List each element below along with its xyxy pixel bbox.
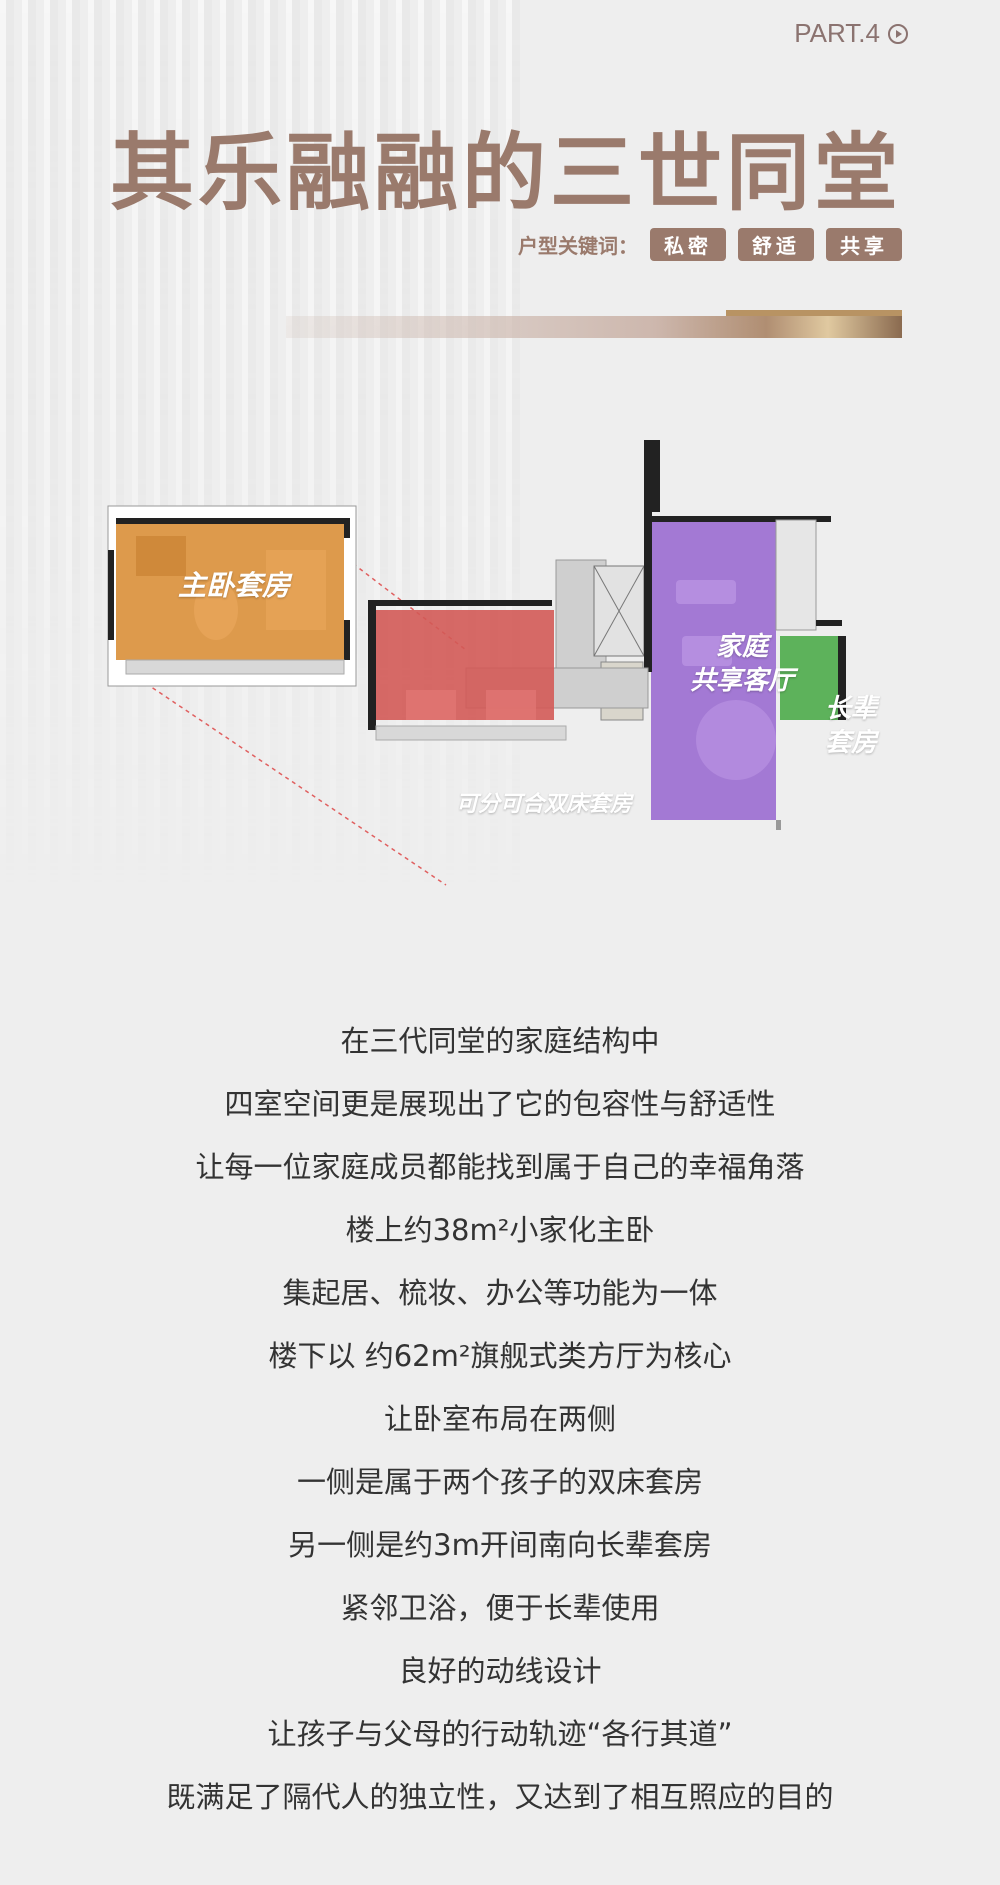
decorative-gold-bar	[286, 310, 902, 338]
background-stripes	[0, 0, 520, 900]
elder-suite-area	[780, 636, 840, 720]
elder-suite-label-line1: 长辈	[824, 694, 877, 724]
family-living-label-line2: 共享客厅	[689, 666, 794, 696]
keyword-tag-comfort: 舒适	[738, 228, 814, 261]
keywords-label: 户型关键词：	[518, 234, 638, 258]
elder-suite-label-line2: 套房	[824, 728, 877, 758]
twin-suite-block	[368, 600, 649, 741]
core-area	[555, 559, 645, 721]
page-title: 其乐融融的三世同堂	[109, 123, 902, 222]
description-line: 一侧是属于两个孩子的双床套房	[296, 1465, 703, 1499]
description-line: 在三代同堂的家庭结构中	[340, 1024, 660, 1058]
description-line: 让孩子与父母的行动轨迹“各行其道”	[267, 1717, 733, 1751]
keywords-row: 户型关键词： 私密 舒适 共享	[518, 228, 902, 261]
description-line: 让卧室布局在两侧	[383, 1402, 616, 1436]
description-line: 让每一位家庭成员都能找到属于自己的幸福角落	[195, 1150, 805, 1184]
family-living-label-line1: 家庭	[715, 632, 768, 662]
description-line: 四室空间更是展现出了它的包容性与舒适性	[224, 1087, 776, 1121]
description-line: 楼上约38m²小家化主卧	[345, 1213, 655, 1247]
twin-suite-label: 可分可合双床套房	[456, 792, 633, 817]
description-line: 楼下以 约62m²旗舰式类方厅为核心	[268, 1339, 732, 1373]
master-suite-block	[107, 505, 357, 687]
description-text: 在三代同堂的家庭结构中 四室空间更是展现出了它的包容性与舒适性 让每一位家庭成员…	[0, 1010, 1000, 1829]
description-line: 良好的动线设计	[398, 1654, 602, 1688]
part-label-text: PART.4	[794, 18, 880, 48]
description-line: 另一侧是约3m开间南向长辈套房	[288, 1528, 712, 1562]
elder-suite-block	[780, 620, 846, 720]
family-living-label: 家庭 共享客厅	[682, 630, 802, 698]
floorplan-drawing	[107, 440, 846, 886]
description-line: 集起居、梳妆、办公等功能为一体	[282, 1276, 718, 1310]
description-line: 既满足了隔代人的独立性，又达到了相互照应的目的	[166, 1780, 834, 1814]
keyword-tag-privacy: 私密	[650, 228, 726, 261]
keyword-tag-sharing: 共享	[826, 228, 902, 261]
family-living-block	[644, 440, 831, 830]
master-suite-label: 主卧套房	[178, 569, 291, 602]
elder-suite-label: 长辈 套房	[821, 692, 881, 760]
part-indicator: PART.4	[794, 18, 908, 49]
connector-line-bottom	[125, 669, 447, 886]
play-arrow-icon[interactable]	[888, 23, 908, 44]
floorplan: 主卧套房 家庭 共享客厅 长辈 套房 可分可合双床套房	[96, 440, 926, 900]
description-line: 紧邻卫浴，便于长辈使用	[340, 1591, 660, 1625]
